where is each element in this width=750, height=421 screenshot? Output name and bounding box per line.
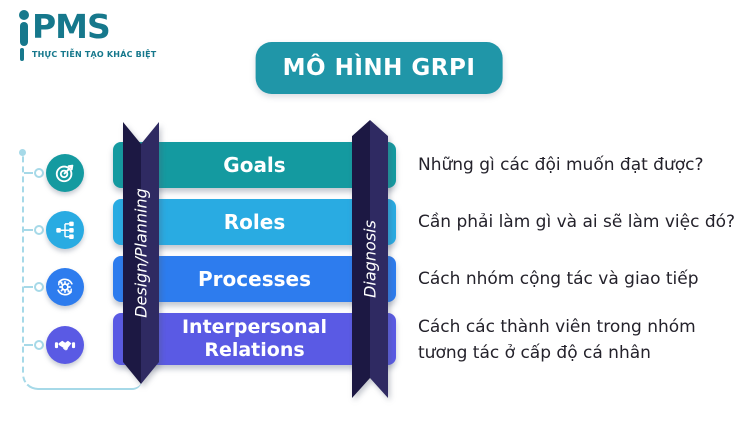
guide-bracket-line bbox=[22, 152, 142, 390]
bar-label: Goals bbox=[223, 153, 286, 177]
bar-processes: Processes bbox=[113, 256, 396, 302]
guide-stub bbox=[24, 286, 33, 288]
description-roles: Cần phải làm gì và ai sẽ làm việc đó? bbox=[418, 211, 736, 232]
guide-stub bbox=[24, 229, 33, 231]
guide-stub bbox=[24, 172, 33, 174]
guide-ring bbox=[34, 340, 44, 350]
target-goal-icon bbox=[46, 154, 84, 192]
handshake-icon bbox=[46, 326, 84, 364]
bar-label: Interpersonal Relations bbox=[181, 316, 327, 361]
bar-interpersonal-relations: Interpersonal Relations bbox=[113, 313, 396, 365]
ribbon-label: Diagnosis bbox=[360, 220, 380, 298]
description-goals: Những gì các đội muốn đạt được? bbox=[418, 154, 704, 175]
description-processes: Cách nhóm cộng tác và giao tiếp bbox=[418, 268, 699, 289]
ribbon-diagnosis: Diagnosis bbox=[352, 120, 388, 398]
guide-ring bbox=[34, 282, 44, 292]
logo-text: PMS bbox=[32, 7, 111, 46]
process-sync-icon bbox=[46, 268, 84, 306]
ribbon-label: Design/Planning bbox=[131, 188, 151, 318]
bar-goals: Goals bbox=[113, 142, 396, 188]
description-interpersonal-relations: Cách các thành viên trong nhóm tương tác… bbox=[418, 309, 746, 371]
bar-label: Roles bbox=[223, 210, 286, 234]
ribbon-design-planning: Design/Planning bbox=[123, 122, 159, 384]
guide-ring bbox=[34, 225, 44, 235]
org-hierarchy-icon bbox=[46, 211, 84, 249]
pms-logo: PMS THỰC TIỄN TẠO KHÁC BIỆT bbox=[18, 7, 156, 62]
bar-roles: Roles bbox=[113, 199, 396, 245]
person-icon bbox=[18, 10, 30, 62]
page-title: MÔ HÌNH GRPI bbox=[255, 42, 503, 94]
logo-tagline: THỰC TIỄN TẠO KHÁC BIỆT bbox=[32, 50, 157, 59]
bar-label: Processes bbox=[198, 267, 311, 291]
guide-stub bbox=[24, 344, 33, 346]
guide-ring bbox=[34, 168, 44, 178]
description-line: tương tác ở cấp độ cá nhân bbox=[418, 343, 651, 363]
description-line: Cách các thành viên trong nhóm bbox=[418, 316, 696, 337]
